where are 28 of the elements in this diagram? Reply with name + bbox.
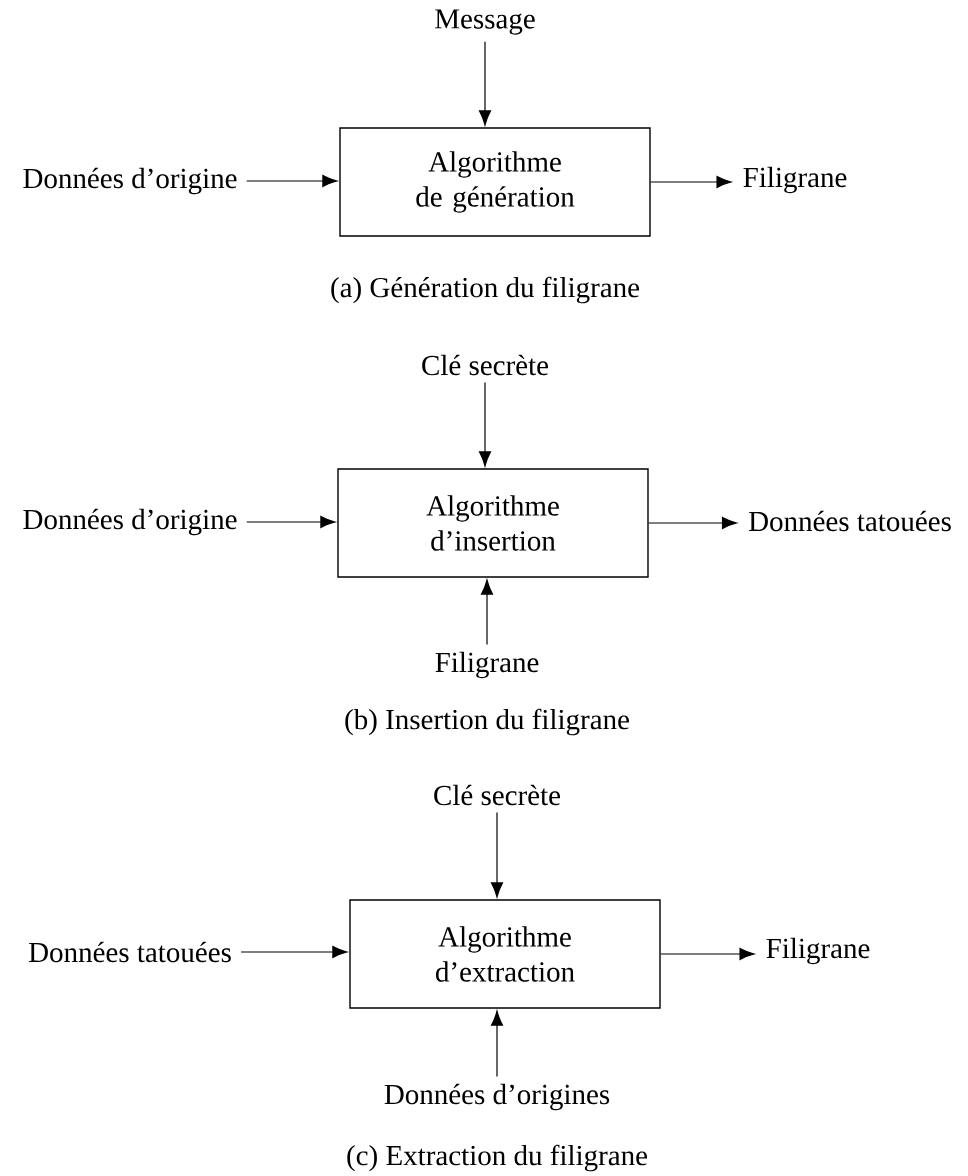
figure-caption: (a) Génération du filigrane: [331, 276, 640, 304]
arrow: [478, 381, 492, 467]
arrow: [480, 579, 494, 646]
process-box: Algorithme d’insertion: [337, 468, 649, 578]
arrow: [240, 945, 348, 959]
signal-label: Données tatouées: [28, 941, 231, 963]
signal-label: Données tatouées: [748, 510, 951, 532]
arrow: [478, 41, 492, 126]
arrow: [650, 175, 732, 189]
arrow: [490, 1010, 504, 1078]
process-box: Algorithme d’extraction: [349, 899, 661, 1009]
process-box: Algorithme de génération: [339, 127, 651, 237]
signal-label: Données d’origines: [384, 1083, 610, 1111]
figure-caption: (c) Extraction du filigrane: [347, 1144, 647, 1172]
figure-caption: (b) Insertion du filigrane: [345, 708, 629, 736]
signal-label: Message: [435, 9, 535, 35]
arrow: [246, 515, 336, 529]
signal-label: Données d’origine: [23, 167, 237, 195]
arrow: [490, 811, 504, 898]
signal-label: Filigrane: [435, 651, 539, 679]
arrow: [648, 516, 738, 530]
signal-label: Clé secrète: [434, 784, 561, 806]
arrow: [246, 174, 338, 188]
signal-label: Filigrane: [743, 166, 847, 194]
arrow: [660, 947, 755, 961]
signal-label: Données d’origine: [23, 508, 237, 536]
signal-label: Filigrane: [766, 937, 870, 965]
signal-label: Clé secrète: [422, 354, 549, 376]
